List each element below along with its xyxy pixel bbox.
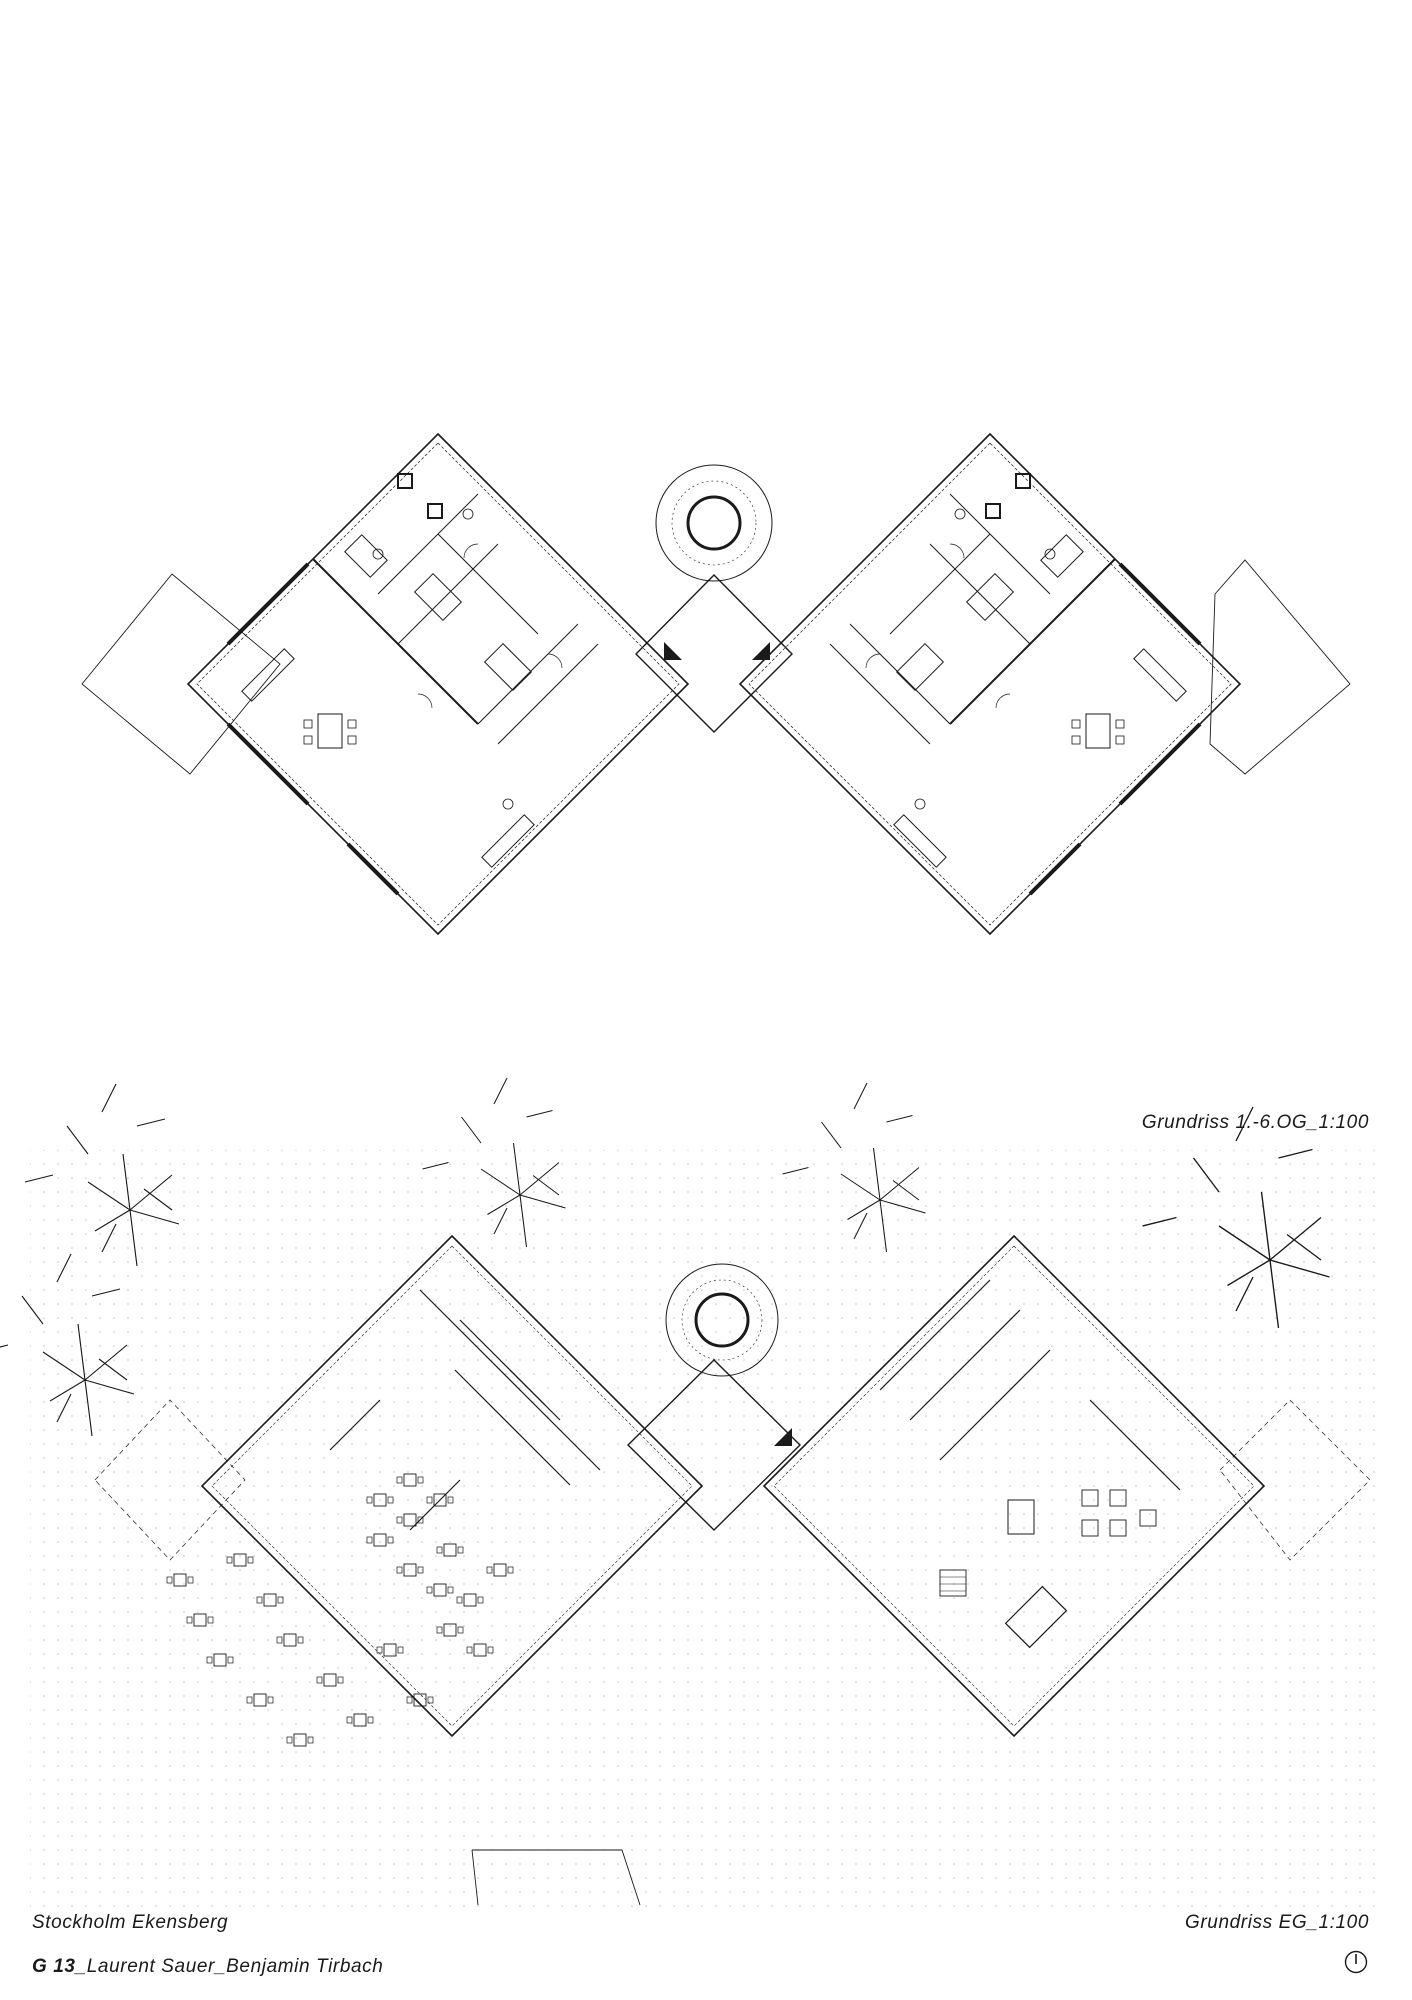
upper-floor-plan: [81, 432, 1351, 936]
upper-plan-title: Grundriss 1.-6.OG_1:100: [1141, 1112, 1369, 1133]
group-code: G 13: [32, 1956, 76, 1977]
ground-texture: [30, 1150, 1382, 1910]
location-label: Stockholm Ekensberg: [32, 1912, 229, 1933]
ground-floor-plan: [0, 1077, 1382, 1910]
entrance-triangle-icon: [774, 1428, 792, 1446]
spiral-stair-icon: [665, 1263, 779, 1377]
stair-core-ground: [627, 1359, 801, 1531]
north-arrow-icon: [1344, 1950, 1368, 1974]
entrance-triangle-icon: [664, 642, 682, 660]
balcony-right: [1209, 559, 1351, 775]
stair-core: [635, 574, 793, 733]
apartment-left: [186, 432, 690, 936]
group-authors: G 13_Laurent Sauer_Benjamin Tirbach: [32, 1956, 383, 1978]
lounge-building: [762, 1234, 1266, 1738]
apartment-right: [738, 432, 1242, 936]
cafe-building: [200, 1234, 704, 1738]
entrance-triangle-icon: [752, 642, 770, 660]
lounge-furniture: [939, 1489, 1157, 1649]
ground-plan-title: Grundriss EG_1:100: [1185, 1912, 1369, 1933]
balcony-left: [81, 573, 281, 775]
spiral-stair-icon: [655, 464, 773, 582]
authors: _Laurent Sauer_Benjamin Tirbach: [75, 1956, 384, 1977]
